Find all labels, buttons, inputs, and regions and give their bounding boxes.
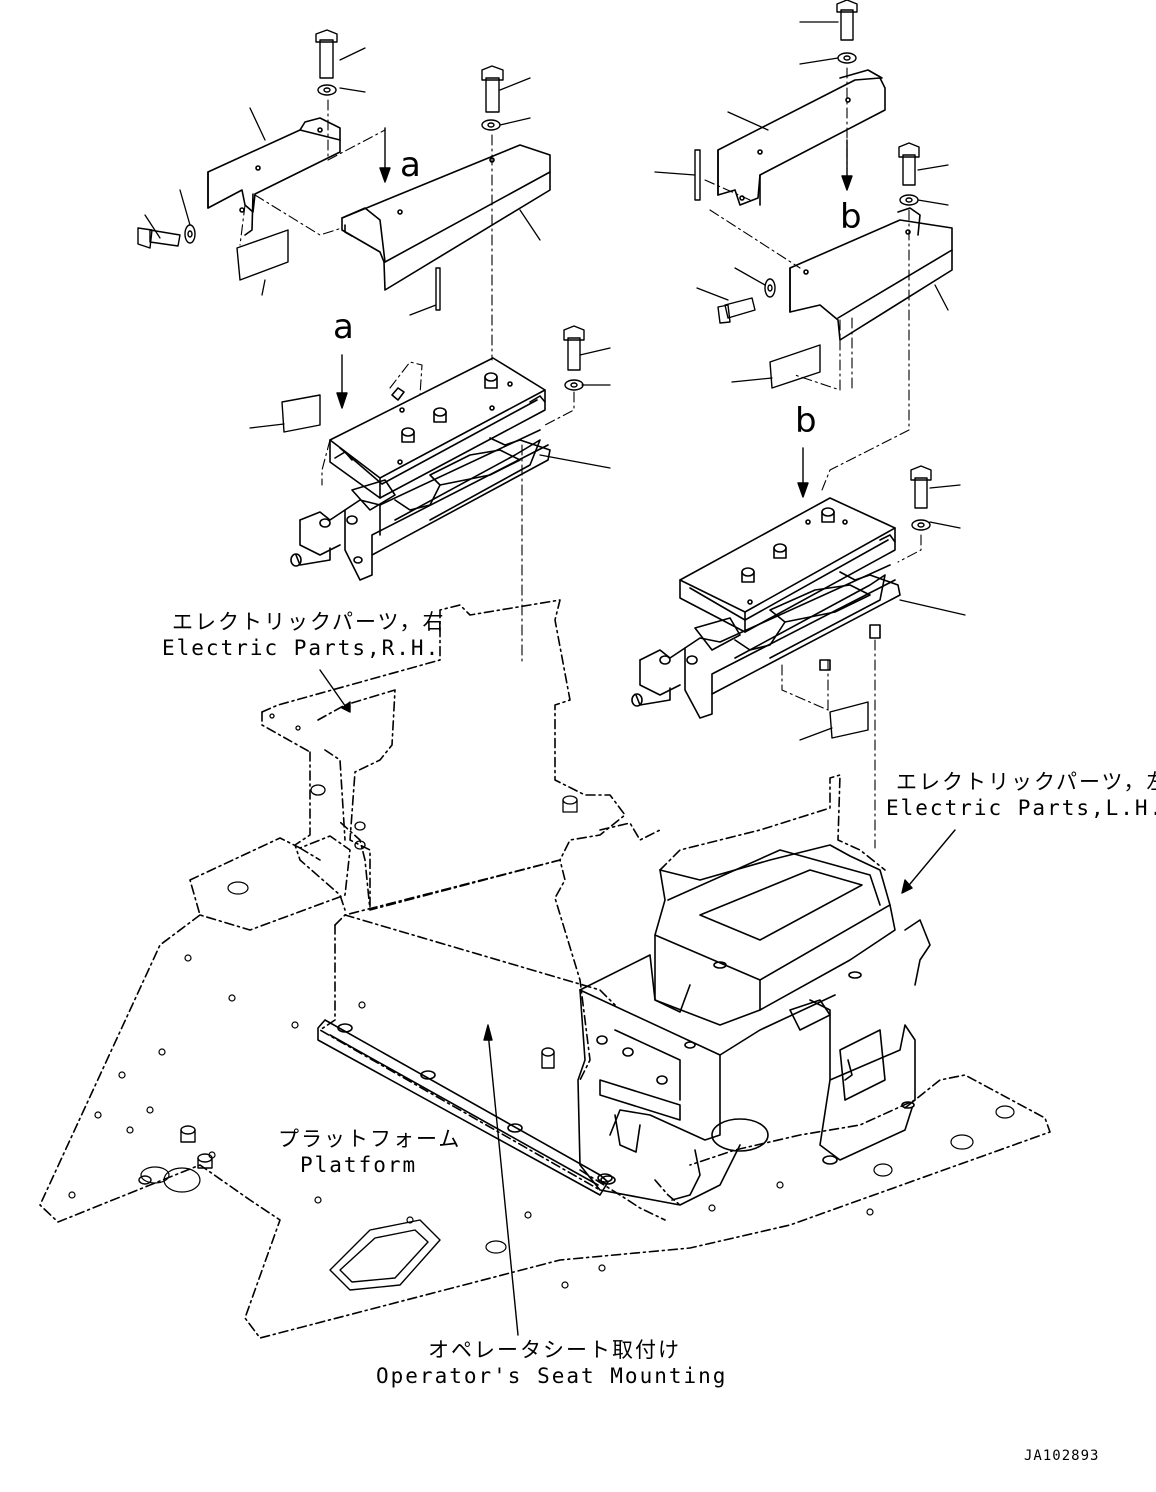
electric-parts-lh (577, 774, 931, 1206)
label-platform-en: Platform (300, 1153, 418, 1177)
cover-right-short (789, 207, 953, 341)
label-electric-rh-jp: エレクトリックパーツ，右 (172, 610, 446, 634)
callout-b-mid: b (795, 401, 817, 441)
seat-mount-base (319, 859, 616, 1191)
seat-base-rail (317, 1019, 613, 1196)
electric-rh-details (269, 713, 578, 850)
seat-suspension-left (290, 357, 551, 581)
callout-a-mid: a (333, 307, 354, 347)
electric-parts-rh (261, 599, 626, 911)
callout-b-top: b (840, 197, 862, 237)
labels-plates-right (694, 149, 869, 739)
seat-suspension-right (631, 497, 901, 719)
labels-plates-left (236, 229, 441, 433)
platform-slot (329, 1219, 441, 1291)
alignment-lines (239, 67, 922, 849)
platform-plate (39, 822, 1051, 1339)
cover-left-small (207, 117, 341, 236)
fasteners-left (137, 29, 585, 391)
label-seat-en: Operator's Seat Mounting (376, 1364, 728, 1388)
leader-lines (144, 21, 966, 741)
reference-code: JA102893 (1024, 1448, 1100, 1464)
callout-a-top: a (400, 145, 421, 185)
arrows (319, 127, 956, 1336)
platform-bosses (138, 1047, 555, 1185)
fasteners-right (717, 0, 932, 531)
label-electric-rh-en: Electric Parts,R.H. (162, 636, 441, 660)
label-platform-jp: プラットフォーム (278, 1127, 462, 1151)
electric-lh-dashed-links (579, 1169, 681, 1221)
label-electric-lh-jp: エレクトリックパーツ，左 (896, 770, 1156, 794)
cover-right-long (717, 69, 886, 206)
cover-left-long (341, 144, 551, 291)
label-electric-lh-en: Electric Parts,L.H. (886, 796, 1156, 820)
label-seat-jp: オペレータシート取付け (428, 1338, 681, 1362)
platform-holes (68, 881, 1015, 1289)
